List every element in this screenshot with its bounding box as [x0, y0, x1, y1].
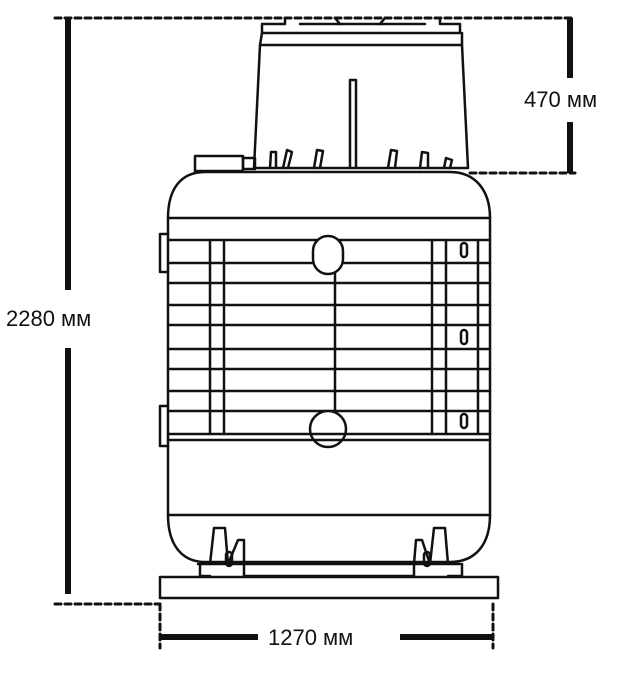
support-legs	[196, 526, 464, 578]
base-plate	[158, 575, 500, 600]
tank-body	[158, 170, 492, 564]
riser-neck	[252, 16, 470, 170]
height-total-label: 2280 мм	[6, 306, 91, 331]
height-neck-label: 470 мм	[524, 87, 597, 112]
width-total-label: 1270 мм	[268, 625, 353, 650]
dimension-lines	[53, 16, 577, 650]
inlet-pipe	[193, 154, 257, 173]
